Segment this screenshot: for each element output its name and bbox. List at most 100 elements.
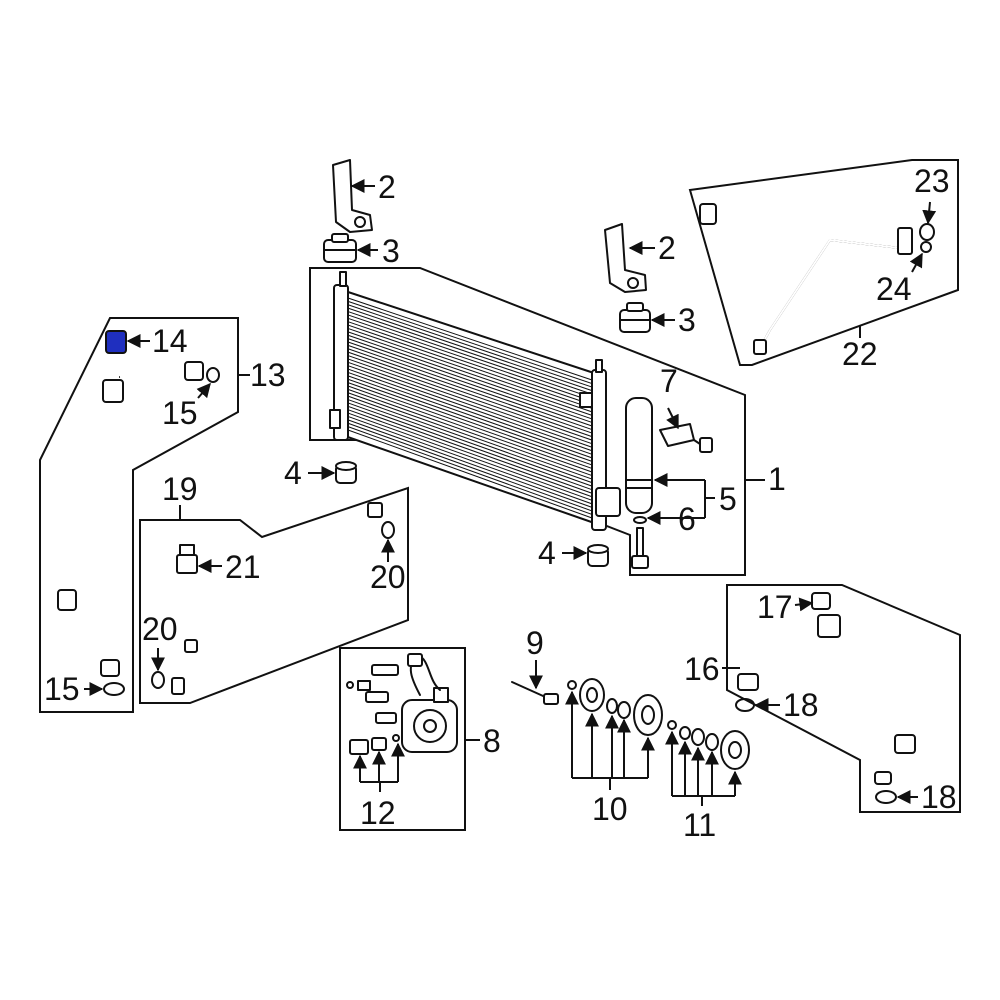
condenser-fin xyxy=(347,304,593,388)
callout-2-upper: 2 xyxy=(378,169,396,205)
condenser-fin xyxy=(347,311,593,395)
callout-10: 10 xyxy=(592,791,628,827)
condenser-fin xyxy=(347,297,593,381)
liquid-o-ring-left xyxy=(151,671,165,689)
callout-19: 19 xyxy=(162,471,198,507)
condenser-fin xyxy=(347,399,593,487)
condenser-fin xyxy=(347,307,593,392)
callout-20-left: 20 xyxy=(142,611,178,647)
suction-o-ring-upper xyxy=(735,698,755,712)
drier-o-ring xyxy=(633,516,647,524)
callout-21: 21 xyxy=(225,549,261,585)
condenser-fin xyxy=(347,344,593,431)
pressure-switch xyxy=(176,544,198,574)
condenser-fin xyxy=(347,365,593,452)
receiver-drier xyxy=(625,397,653,514)
condenser-fin xyxy=(347,429,593,519)
callout-6: 6 xyxy=(678,501,696,537)
liquid-o-ring-right xyxy=(381,521,395,539)
callout-23: 23 xyxy=(914,163,950,199)
suction-hose-group-frame xyxy=(726,584,961,813)
callout-20-right: 20 xyxy=(370,559,406,595)
callout-3-upper: 3 xyxy=(382,233,400,269)
condenser-fin xyxy=(347,324,593,409)
condenser-fin xyxy=(347,338,593,423)
condenser-fin xyxy=(347,388,593,477)
condenser-fin xyxy=(347,412,593,501)
callout-18-upper: 18 xyxy=(783,687,819,723)
callout-14: 14 xyxy=(152,323,188,359)
callout-18-lower: 18 xyxy=(921,779,957,815)
condenser-fin xyxy=(347,327,593,413)
drier-bracket xyxy=(659,423,713,453)
callout-9: 9 xyxy=(526,625,544,661)
condenser-fin xyxy=(347,402,593,491)
callout-4-lower: 4 xyxy=(538,535,556,571)
actuator-rod xyxy=(511,681,559,705)
suction-service-cap xyxy=(811,592,831,610)
callout-5: 5 xyxy=(719,481,737,517)
condenser-fin xyxy=(347,419,593,508)
insulator-right xyxy=(619,302,651,333)
callout-16: 16 xyxy=(684,651,720,687)
callout-22: 22 xyxy=(842,336,878,372)
condenser-fin xyxy=(347,358,593,445)
condenser-fin xyxy=(347,385,593,473)
compressor xyxy=(401,653,458,753)
condenser-fin xyxy=(347,314,593,399)
condenser-fin xyxy=(347,375,593,462)
cushion-lower xyxy=(587,544,609,567)
condenser-fin xyxy=(347,426,593,515)
condenser-fin xyxy=(347,351,593,438)
condenser-fin xyxy=(347,321,593,406)
condenser-fin xyxy=(347,415,593,505)
callout-3-lower: 3 xyxy=(678,302,696,338)
callout-13: 13 xyxy=(250,357,286,393)
condenser-fin xyxy=(347,348,593,434)
insulator-left xyxy=(323,233,357,263)
callout-24: 24 xyxy=(876,271,912,307)
drier-bolt xyxy=(631,527,649,569)
condenser-fin xyxy=(347,405,593,494)
o-ring-lower xyxy=(103,682,125,696)
line-o-ring-large xyxy=(919,223,935,241)
discharge-hose xyxy=(57,361,204,677)
callout-12: 12 xyxy=(360,795,396,831)
callout-1: 1 xyxy=(768,461,786,497)
condenser-fin xyxy=(347,378,593,466)
bracket-right xyxy=(604,223,647,293)
condenser-fin xyxy=(347,382,593,469)
callout-8: 8 xyxy=(483,723,501,759)
suction-line-assembly xyxy=(699,203,913,355)
condenser-fin xyxy=(347,392,593,480)
callout-11: 11 xyxy=(683,807,716,843)
line-o-ring-small xyxy=(920,241,932,253)
condenser xyxy=(329,271,621,531)
condenser-fin xyxy=(347,341,593,427)
condenser-fin xyxy=(347,355,593,441)
liquid-line xyxy=(171,502,383,695)
pulley-assembly xyxy=(667,720,750,770)
condenser-fin xyxy=(347,317,593,402)
callout-7: 7 xyxy=(660,363,678,399)
condenser-fin xyxy=(347,395,593,484)
clutch-assembly xyxy=(567,678,663,736)
condenser-fin xyxy=(347,331,593,416)
condenser-fin xyxy=(347,422,593,512)
condenser-fin xyxy=(347,368,593,455)
callout-2-lower: 2 xyxy=(658,230,676,266)
condenser-fin xyxy=(347,361,593,448)
suction-o-ring-lower xyxy=(875,790,897,804)
cushion-upper xyxy=(335,461,357,484)
discharge-hose-group-frame xyxy=(39,317,239,713)
callout-15-lower: 15 xyxy=(44,671,80,707)
condenser-fin xyxy=(347,334,593,420)
condenser-fin xyxy=(347,371,593,459)
callout-labels: 1 2 2 3 3 4 4 5 6 7 8 9 10 11 12 13 14 1… xyxy=(44,163,957,843)
leader-lines xyxy=(84,179,937,806)
callout-15-upper: 15 xyxy=(162,395,198,431)
bracket-left xyxy=(332,159,373,233)
condenser-fin xyxy=(347,409,593,498)
service-cap xyxy=(105,330,127,354)
